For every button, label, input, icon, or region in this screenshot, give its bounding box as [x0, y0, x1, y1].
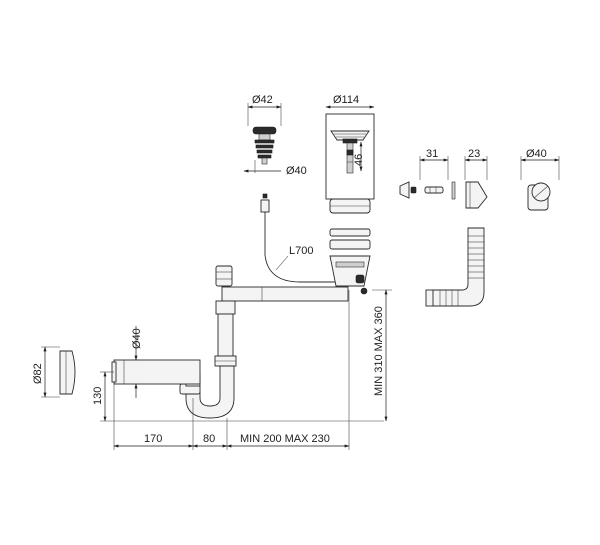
inlet-diameter-label: Ø40: [131, 328, 143, 349]
basket-strainer-part: Ø114 46: [325, 94, 375, 214]
overflow-hose-part: [425, 227, 485, 307]
cable-length-label: L700: [289, 245, 313, 257]
plug-height-label: 46: [353, 154, 365, 166]
strainer-diameter-label: Ø42: [252, 94, 273, 106]
outlet-height-label: 130: [92, 387, 104, 405]
outlet-length-label: 170: [144, 433, 162, 445]
fitting-length-label: 31: [426, 148, 438, 160]
basket-diameter-label: Ø114: [333, 94, 359, 106]
trap-offset-label: 80: [203, 433, 215, 445]
overflow-cap-part: Ø40: [520, 148, 560, 211]
popup-plug-part: Ø42 Ø40: [243, 94, 307, 177]
cap-diameter-label: Ø82: [32, 363, 44, 384]
plug-diameter-label: Ø40: [286, 165, 307, 177]
assembly-dimensions: Ø40 130 170 80 MIN 200 MAX 230 MIN 310 M…: [92, 289, 392, 450]
siphon-assembly: L700: [111, 193, 371, 419]
vertical-range-label: MIN 310 MAX 360: [373, 306, 385, 396]
overflow-elbow-part: 23: [464, 148, 488, 209]
horizontal-range-label: MIN 200 MAX 230: [240, 433, 330, 445]
overflow-diameter-label: Ø40: [526, 148, 547, 160]
elbow-length-label: 23: [468, 148, 480, 160]
fitting-part: 31: [399, 148, 456, 200]
end-cap-part: Ø82: [32, 346, 76, 398]
